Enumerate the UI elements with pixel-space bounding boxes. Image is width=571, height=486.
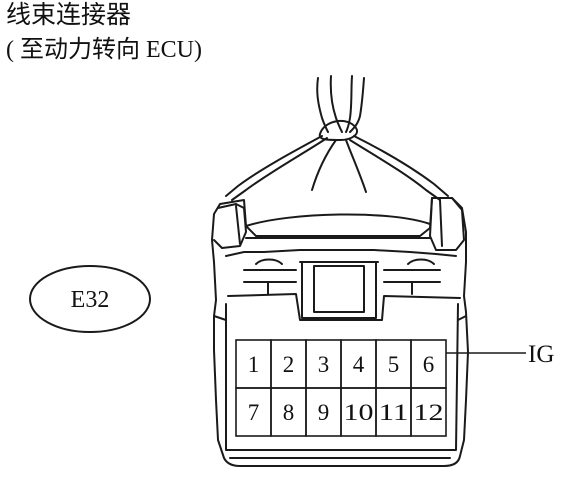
pin-label-2: 2 (283, 352, 295, 377)
ig-callout: IG (446, 341, 554, 368)
harness-wires (316, 75, 365, 133)
pin-label-7: 7 (248, 400, 260, 425)
diagram-subtitle: ( 至动力转向 ECU) (6, 37, 202, 63)
pin-label-8: 8 (283, 400, 295, 425)
pin-label-12: 12 (414, 400, 444, 425)
pin-label-3: 3 (318, 352, 330, 377)
lock-tab (243, 258, 441, 319)
pin-label-6: 6 (423, 352, 435, 377)
callout-label: IG (528, 341, 554, 368)
pin-label-1: 1 (248, 352, 260, 377)
right-latch (429, 197, 465, 251)
pin-label-10: 10 (344, 400, 374, 425)
harness-boot (225, 135, 449, 201)
connector-code: E32 (71, 287, 110, 313)
diagram-title: 线束连接器 (6, 2, 132, 29)
connector-code-badge: E32 (29, 265, 151, 333)
pin-label-5: 5 (388, 352, 400, 377)
left-latch (213, 203, 247, 249)
pin-label-11: 11 (379, 400, 409, 425)
pin-label-4: 4 (353, 352, 365, 377)
pin-cell-12 (410, 387, 447, 437)
pin-label-9: 9 (318, 400, 330, 425)
